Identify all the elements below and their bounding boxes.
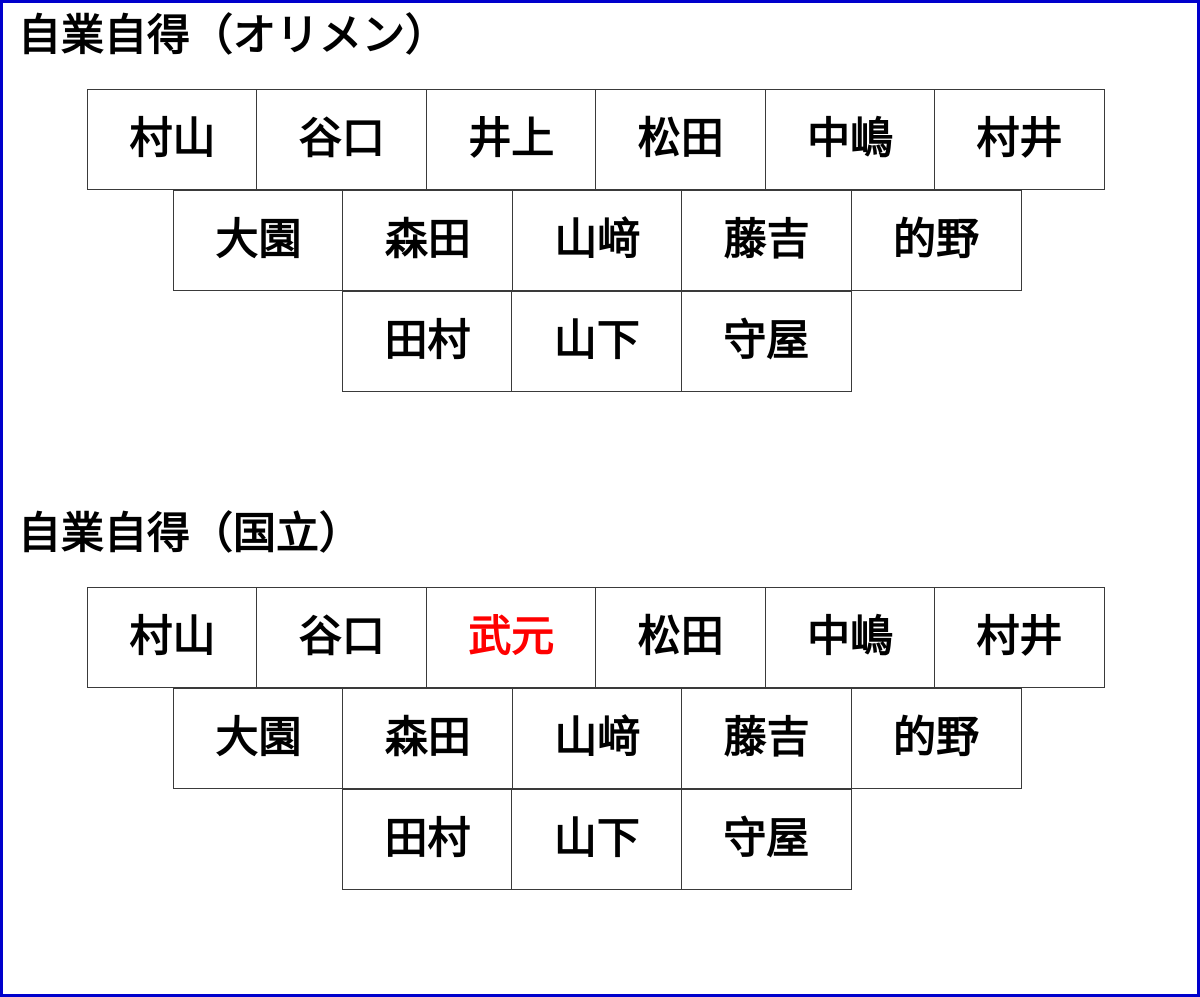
lineup-row: 大園 森田 山﨑 藤吉 的野	[173, 688, 1022, 791]
member-cell[interactable]: 森田	[342, 688, 514, 790]
member-cell[interactable]: 守屋	[680, 789, 852, 891]
member-cell[interactable]: 中嶋	[764, 587, 936, 689]
member-cell[interactable]: 大園	[173, 688, 344, 790]
member-cell[interactable]: 村山	[87, 587, 258, 689]
member-cell[interactable]: 山下	[511, 291, 683, 393]
member-cell[interactable]: 村井	[934, 89, 1106, 191]
member-cell[interactable]: 大園	[173, 190, 344, 292]
member-cell-highlighted[interactable]: 武元	[425, 587, 597, 689]
member-cell[interactable]: 谷口	[256, 89, 428, 191]
member-cell[interactable]: 村山	[87, 89, 258, 191]
section-heading: 自業自得（オリメン）	[18, 11, 448, 61]
member-cell[interactable]: 的野	[850, 688, 1022, 790]
member-cell[interactable]: 田村	[342, 291, 513, 393]
lineup-row: 田村 山下 守屋	[342, 789, 852, 892]
lineup-row: 田村 山下 守屋	[342, 291, 852, 394]
member-cell[interactable]: 藤吉	[681, 688, 853, 790]
member-cell[interactable]: 山下	[511, 789, 683, 891]
lineup-row: 村山 谷口 武元 松田 中嶋 村井	[87, 587, 1106, 690]
member-cell[interactable]: 中嶋	[764, 89, 936, 191]
member-cell[interactable]: 松田	[595, 89, 767, 191]
lineup-row: 大園 森田 山﨑 藤吉 的野	[173, 190, 1022, 293]
member-cell[interactable]: 藤吉	[681, 190, 853, 292]
member-cell[interactable]: 的野	[850, 190, 1022, 292]
member-cell[interactable]: 山﨑	[511, 190, 683, 292]
member-cell[interactable]: 守屋	[680, 291, 852, 393]
member-cell[interactable]: 森田	[342, 190, 514, 292]
lineup-row: 村山 谷口 井上 松田 中嶋 村井	[87, 89, 1106, 192]
member-cell[interactable]: 井上	[425, 89, 597, 191]
section-heading: 自業自得（国立）	[18, 509, 362, 559]
member-cell[interactable]: 田村	[342, 789, 513, 891]
member-cell[interactable]: 松田	[595, 587, 767, 689]
member-cell[interactable]: 谷口	[256, 587, 428, 689]
member-cell[interactable]: 村井	[934, 587, 1106, 689]
member-cell[interactable]: 山﨑	[511, 688, 683, 790]
